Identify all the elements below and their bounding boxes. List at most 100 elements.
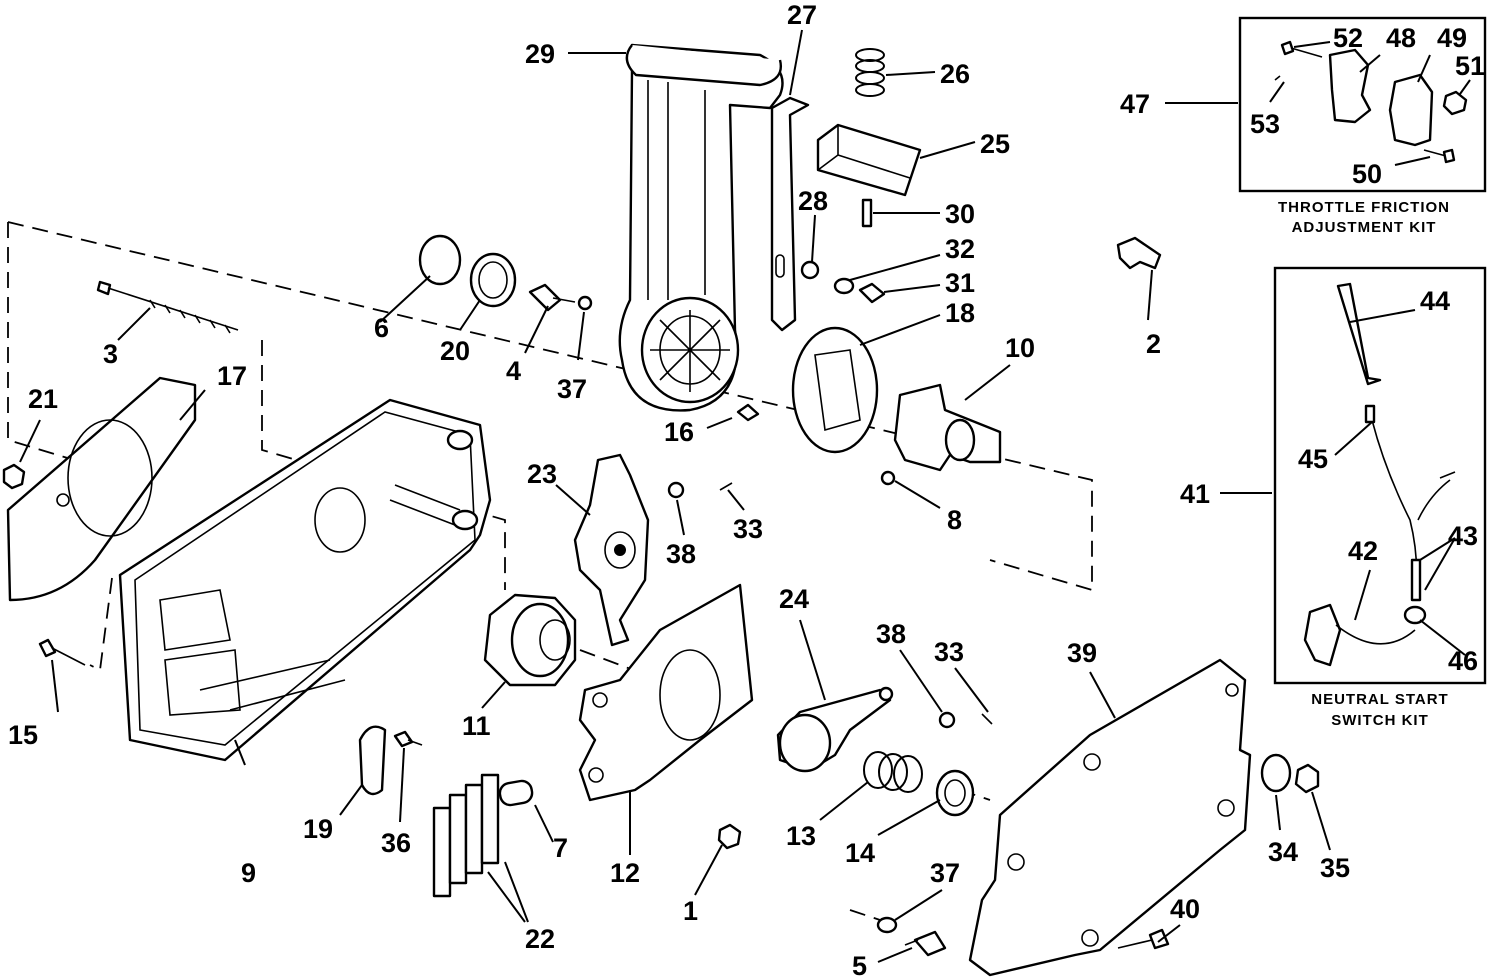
label-3: 3 [103, 339, 118, 369]
label-21: 21 [28, 384, 58, 414]
part-46-harness [1335, 624, 1416, 645]
label-48: 48 [1386, 23, 1416, 53]
label-20: 20 [440, 336, 470, 366]
label-22: 22 [525, 924, 555, 954]
label-19: 19 [303, 814, 333, 844]
label-8: 8 [947, 505, 962, 535]
part-45-wire [1371, 419, 1418, 601]
part-24-lever-arm [776, 686, 894, 773]
label-47: 47 [1120, 89, 1150, 119]
label-6: 6 [374, 313, 389, 343]
part-14-seal [935, 769, 975, 817]
part-1-nut [717, 823, 742, 850]
label-24: 24 [779, 584, 809, 614]
part-26-spring [855, 48, 885, 97]
label-5: 5 [852, 951, 867, 980]
label-34: 34 [1268, 837, 1298, 867]
part-32-washer [833, 277, 855, 295]
label-18: 18 [945, 298, 975, 328]
label-13: 13 [786, 821, 816, 851]
label-7: 7 [553, 833, 568, 863]
label-39: 39 [1067, 638, 1097, 668]
label-41: 41 [1180, 479, 1210, 509]
label-51: 51 [1455, 51, 1485, 81]
part-38-washer-right [938, 711, 956, 729]
label-46: 46 [1448, 646, 1478, 676]
label-45: 45 [1298, 444, 1328, 474]
part-37-washer-top [577, 295, 593, 311]
label-1: 1 [683, 896, 698, 926]
label-4: 4 [506, 356, 521, 386]
label-52: 52 [1333, 23, 1363, 53]
throttle-friction-kit [1238, 16, 1487, 193]
part-29-control-handle [618, 43, 784, 412]
label-44: 44 [1420, 286, 1450, 316]
label-49: 49 [1437, 23, 1467, 53]
part-7-pin [498, 779, 534, 807]
neutral-start-switch-kit [1273, 266, 1487, 685]
part-12-bracket [578, 583, 754, 802]
part-45-connector [1364, 404, 1376, 424]
label-23: 23 [527, 459, 557, 489]
part-44-rod [1336, 282, 1382, 386]
label-26: 26 [940, 59, 970, 89]
part-2-clip [1116, 236, 1162, 270]
part-20-bushing [469, 252, 517, 308]
part-3-long-screw [96, 280, 239, 334]
hardware-right-middle [667, 481, 993, 817]
part-22-shim-1 [432, 806, 452, 898]
label-11: 11 [462, 711, 491, 741]
label-32: 32 [945, 234, 975, 264]
part-5-bolt [913, 930, 947, 957]
part-15-screw [38, 638, 86, 666]
label-31: 31 [945, 268, 975, 298]
label-17: 17 [217, 361, 247, 391]
label-2: 2 [1146, 329, 1161, 359]
label-50: 50 [1352, 159, 1382, 189]
label-14: 14 [845, 838, 875, 868]
label-27: 27 [787, 0, 817, 30]
label-38-right: 38 [876, 619, 906, 649]
label-9: 9 [241, 858, 256, 888]
part-10-shaft [880, 383, 1002, 486]
part-23-linkage [573, 453, 650, 647]
part-38-washer-left [667, 481, 685, 499]
hardware-bottom-right [876, 753, 1320, 957]
label-35: 35 [1320, 853, 1350, 883]
label-30: 30 [945, 199, 975, 229]
part-37-washer-bottom [876, 916, 898, 934]
kit-captions: THROTTLE FRICTION ADJUSTMENT KIT NEUTRAL… [1278, 199, 1450, 729]
part-25-block [816, 123, 922, 197]
throttle-kit-caption-2: ADJUSTMENT KIT [1292, 219, 1437, 236]
label-40: 40 [1170, 894, 1200, 924]
throttle-kit-caption-1: THROTTLE FRICTION [1278, 199, 1450, 216]
part-40-screw [1148, 928, 1170, 950]
part-35-nut [1294, 763, 1320, 794]
part-19-clip [358, 725, 387, 796]
part-33-pin-right [981, 713, 993, 725]
part-31-nut [858, 282, 886, 304]
part-50-screw [1423, 149, 1447, 157]
label-37-top: 37 [557, 374, 587, 404]
label-29: 29 [525, 39, 555, 69]
part-51-nut [1442, 90, 1468, 116]
part-labels: 29 27 26 25 28 30 32 31 18 10 16 8 6 20 … [8, 0, 1485, 980]
label-38-left: 38 [666, 539, 696, 569]
part-48-bracket [1328, 48, 1372, 124]
label-15: 15 [8, 720, 38, 750]
part-17-gasket [6, 376, 197, 602]
label-10: 10 [1005, 333, 1035, 363]
label-37-bottom: 37 [930, 858, 960, 888]
part-18-hub [791, 326, 879, 454]
hardware-bottom [358, 725, 742, 898]
label-43: 43 [1448, 521, 1478, 551]
neutral-kit-caption-1: NEUTRAL START [1311, 691, 1448, 708]
part-43-wire [1417, 471, 1456, 521]
label-42: 42 [1348, 536, 1378, 566]
label-33-left: 33 [733, 514, 763, 544]
label-25: 25 [980, 129, 1010, 159]
part-52-screw [1280, 40, 1295, 56]
part-33-pin-left [719, 482, 733, 491]
part-30-screw [861, 198, 873, 228]
